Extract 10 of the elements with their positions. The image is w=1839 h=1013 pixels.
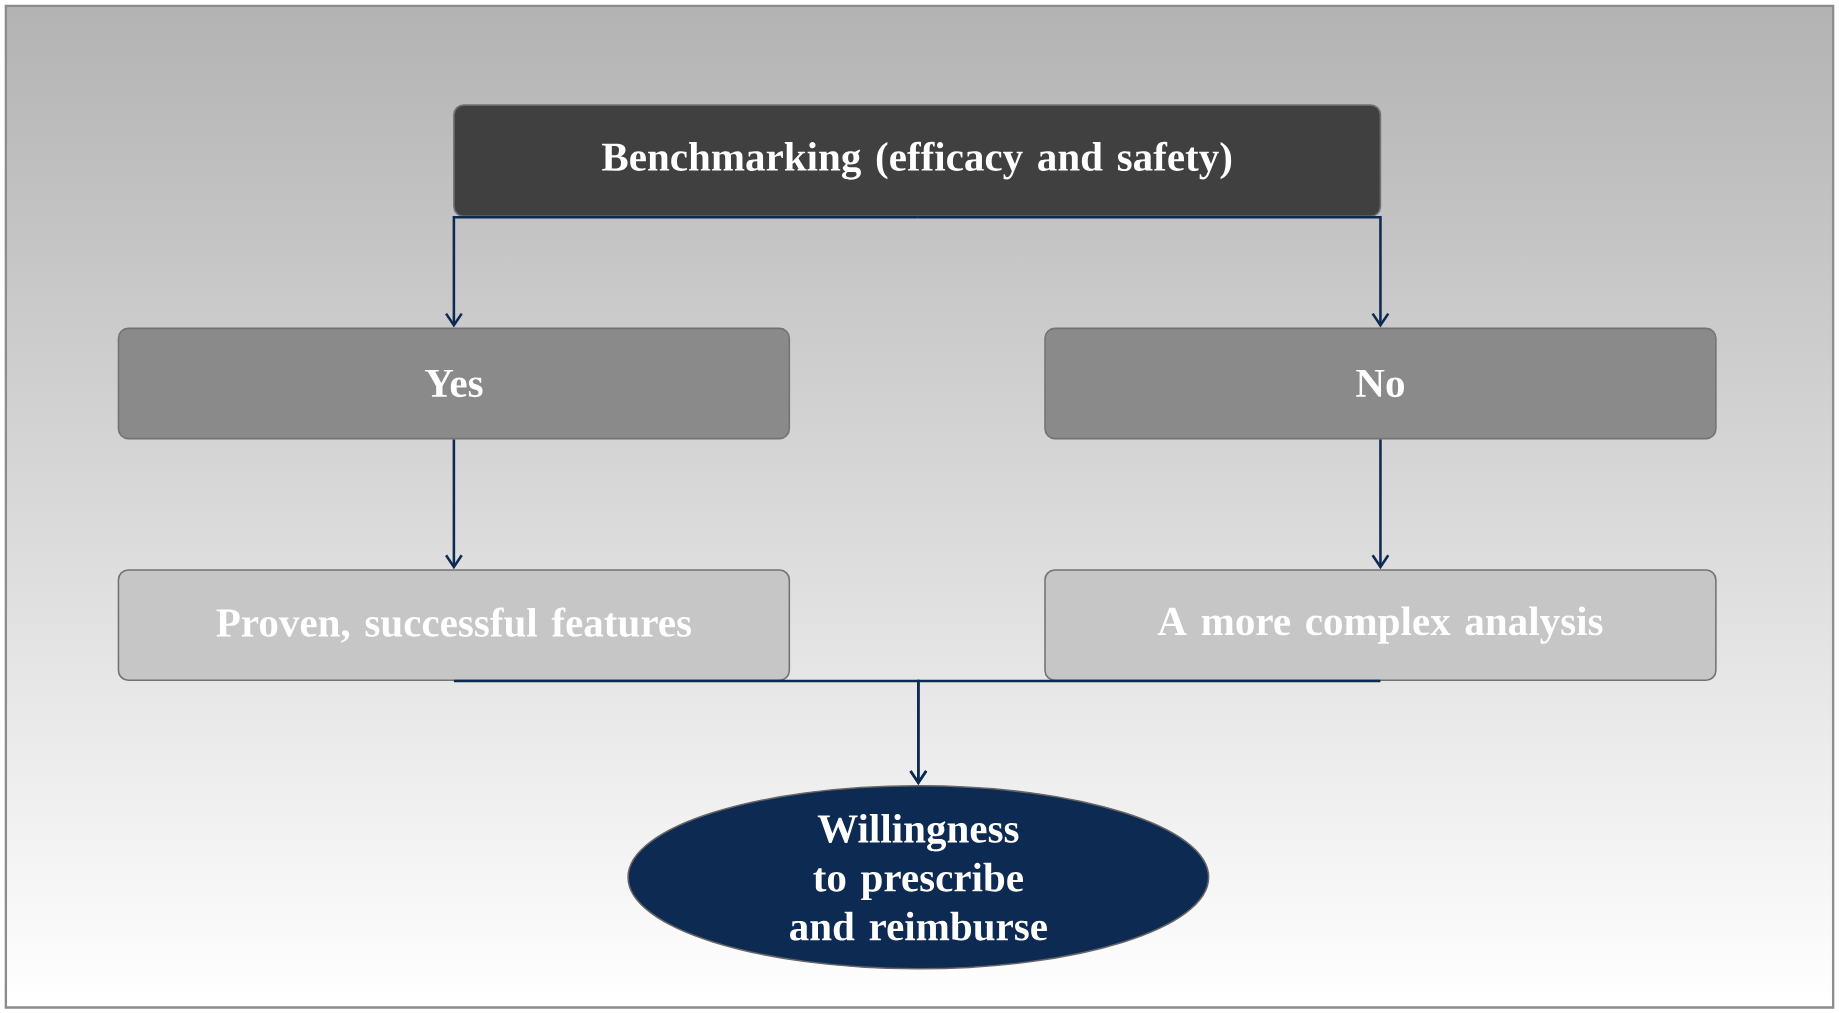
process-box: Benchmarking (efficacy and safety) — [453, 104, 1382, 217]
arrow — [445, 215, 918, 328]
arrow — [1371, 439, 1390, 570]
arrow — [445, 439, 463, 570]
arrow — [909, 679, 1381, 785]
process-box: Proven, successful features — [117, 569, 791, 681]
process-box: No — [1044, 327, 1717, 440]
process-box: Yes — [117, 327, 791, 440]
process-box: A more complex analysis — [1044, 569, 1717, 681]
arrow — [917, 215, 1390, 328]
